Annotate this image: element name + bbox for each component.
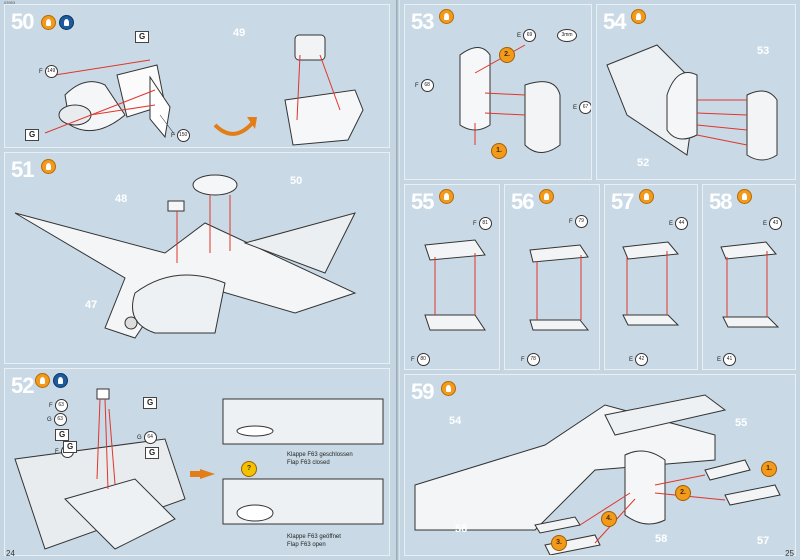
step-56-drawing [529, 244, 590, 331]
step-57-drawing [622, 241, 680, 326]
glue-icon [439, 9, 454, 24]
part-label: 58 [655, 533, 668, 545]
part-label: 55 [735, 417, 748, 429]
order-badge: 1. [761, 461, 777, 477]
order-badge: 1. [491, 143, 507, 159]
flag-g: G [135, 31, 150, 43]
step-number: 59 [411, 379, 435, 404]
step-number: 50 [11, 9, 35, 34]
glue-icon [41, 159, 56, 174]
part-label: 49 [233, 27, 246, 39]
question-badge: ? [241, 461, 257, 477]
glue-icon [441, 381, 456, 396]
part-label: 47 [85, 299, 98, 311]
step-number: 54 [603, 9, 627, 34]
glue-icon [35, 373, 50, 388]
step-59-drawing [414, 394, 781, 555]
flag-g: G [55, 429, 70, 441]
order-badge: 3. [551, 535, 567, 551]
step-53-drawing [459, 44, 561, 153]
flag-g: G [145, 447, 160, 459]
step-number: 58 [709, 189, 733, 214]
step-54-drawing [606, 44, 778, 161]
glue-icon [631, 9, 646, 24]
step-number: 55 [411, 189, 435, 214]
page-gutter [396, 0, 400, 560]
page-number: 24 [6, 549, 15, 558]
part-label: 50 [290, 175, 303, 187]
scale-badge: 3mm [557, 29, 577, 42]
step-number: 51 [11, 157, 35, 182]
step-number: 53 [411, 9, 435, 34]
step-number: 56 [511, 189, 535, 214]
step-51-drawing [14, 174, 357, 339]
glue-icon [539, 189, 554, 204]
flag-g: G [143, 397, 158, 409]
flag-g: G [63, 441, 78, 453]
part-label: 48 [115, 193, 128, 205]
part-label: 57 [757, 535, 770, 547]
glue-icon [41, 15, 56, 30]
step-55-drawing [424, 239, 486, 331]
glue-icon [439, 189, 454, 204]
step-51-panel: 51 48 50 47 [4, 152, 390, 364]
part-label: 53 [757, 45, 770, 57]
step-52-drawing [14, 388, 384, 550]
part-label: 56 [455, 523, 468, 535]
paint-icon [53, 373, 68, 388]
step-52-panel: 52 F63 G63 G64 F64 G G G G ? Klappe F63 … [4, 368, 390, 556]
part-label: 54 [449, 415, 462, 427]
order-badge: 2. [675, 485, 691, 501]
order-badge: 2. [499, 47, 515, 63]
step-50-drawing [44, 34, 364, 146]
glue-icon [639, 189, 654, 204]
step-59-panel: 59 54 55 56 58 57 1. 2. 3. 4. [404, 374, 796, 556]
step-54-panel: 54 53 52 [596, 4, 796, 180]
step-number: 57 [611, 189, 635, 214]
step-number: 52 [11, 373, 35, 398]
part-label: 52 [637, 157, 650, 169]
order-badge: 4. [601, 511, 617, 527]
step-58-drawing [720, 241, 780, 328]
glue-icon [737, 189, 752, 204]
kit-code: 03953 [4, 0, 16, 5]
flag-g: G [25, 129, 40, 141]
paint-icon [59, 15, 74, 30]
page-number: 25 [785, 549, 794, 558]
